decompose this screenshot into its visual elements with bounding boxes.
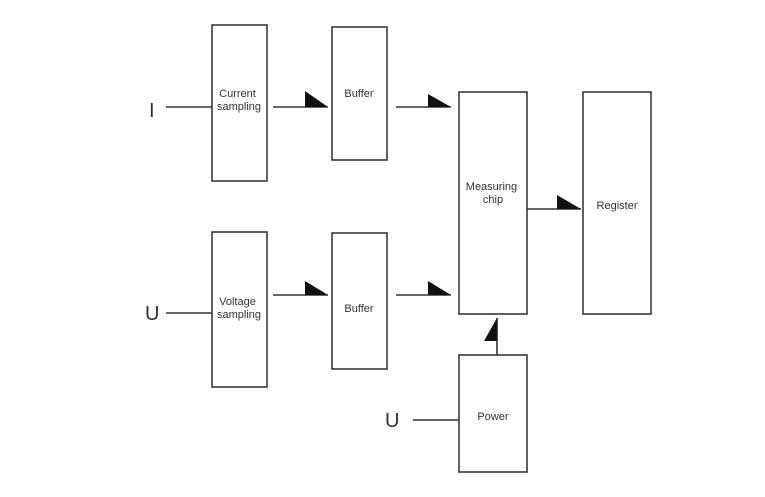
current-input-label: I (149, 100, 155, 122)
register-label: Register (597, 200, 638, 212)
voltage-sampling-label-line2: sampling (217, 309, 261, 321)
svg-text:Voltage sampling: Voltage sampling (217, 296, 261, 321)
buffer-bottom-label: Buffer (344, 303, 373, 315)
arrow-current-to-buffer (273, 91, 328, 108)
arrow-power-to-chip (484, 318, 498, 355)
arrow-buffer-bottom-to-chip (396, 281, 451, 296)
measuring-chip-label-line1: Measuring (466, 181, 517, 193)
svg-text:Measuring chip: Measuring chip (466, 181, 520, 206)
arrow-buffer-top-to-chip (396, 94, 451, 108)
measuring-chip-label-line2: chip (483, 194, 503, 206)
voltage-sampling-block: Voltage sampling (211, 231, 268, 388)
power-input-label: U (385, 410, 399, 432)
power-label: Power (477, 411, 509, 423)
voltage-sampling-label-line1: Voltage (219, 296, 256, 308)
buffer-top-label: Buffer (344, 88, 373, 100)
register-block: Register (582, 91, 652, 315)
buffer-top-block: Buffer (331, 26, 388, 161)
power-block: Power (458, 354, 528, 473)
buffer-bottom-block: Buffer (331, 232, 388, 370)
arrow-chip-to-register (527, 195, 581, 210)
arrow-voltage-to-buffer (273, 281, 328, 296)
measuring-chip-block: Measuring chip (458, 91, 528, 315)
current-sampling-label-line2: sampling (217, 101, 261, 113)
current-sampling-block: Current sampling (211, 24, 268, 182)
svg-text:Current sampling: Current sampling (217, 88, 261, 113)
current-sampling-label-line1: Current (219, 88, 256, 100)
voltage-input-label: U (145, 303, 159, 325)
